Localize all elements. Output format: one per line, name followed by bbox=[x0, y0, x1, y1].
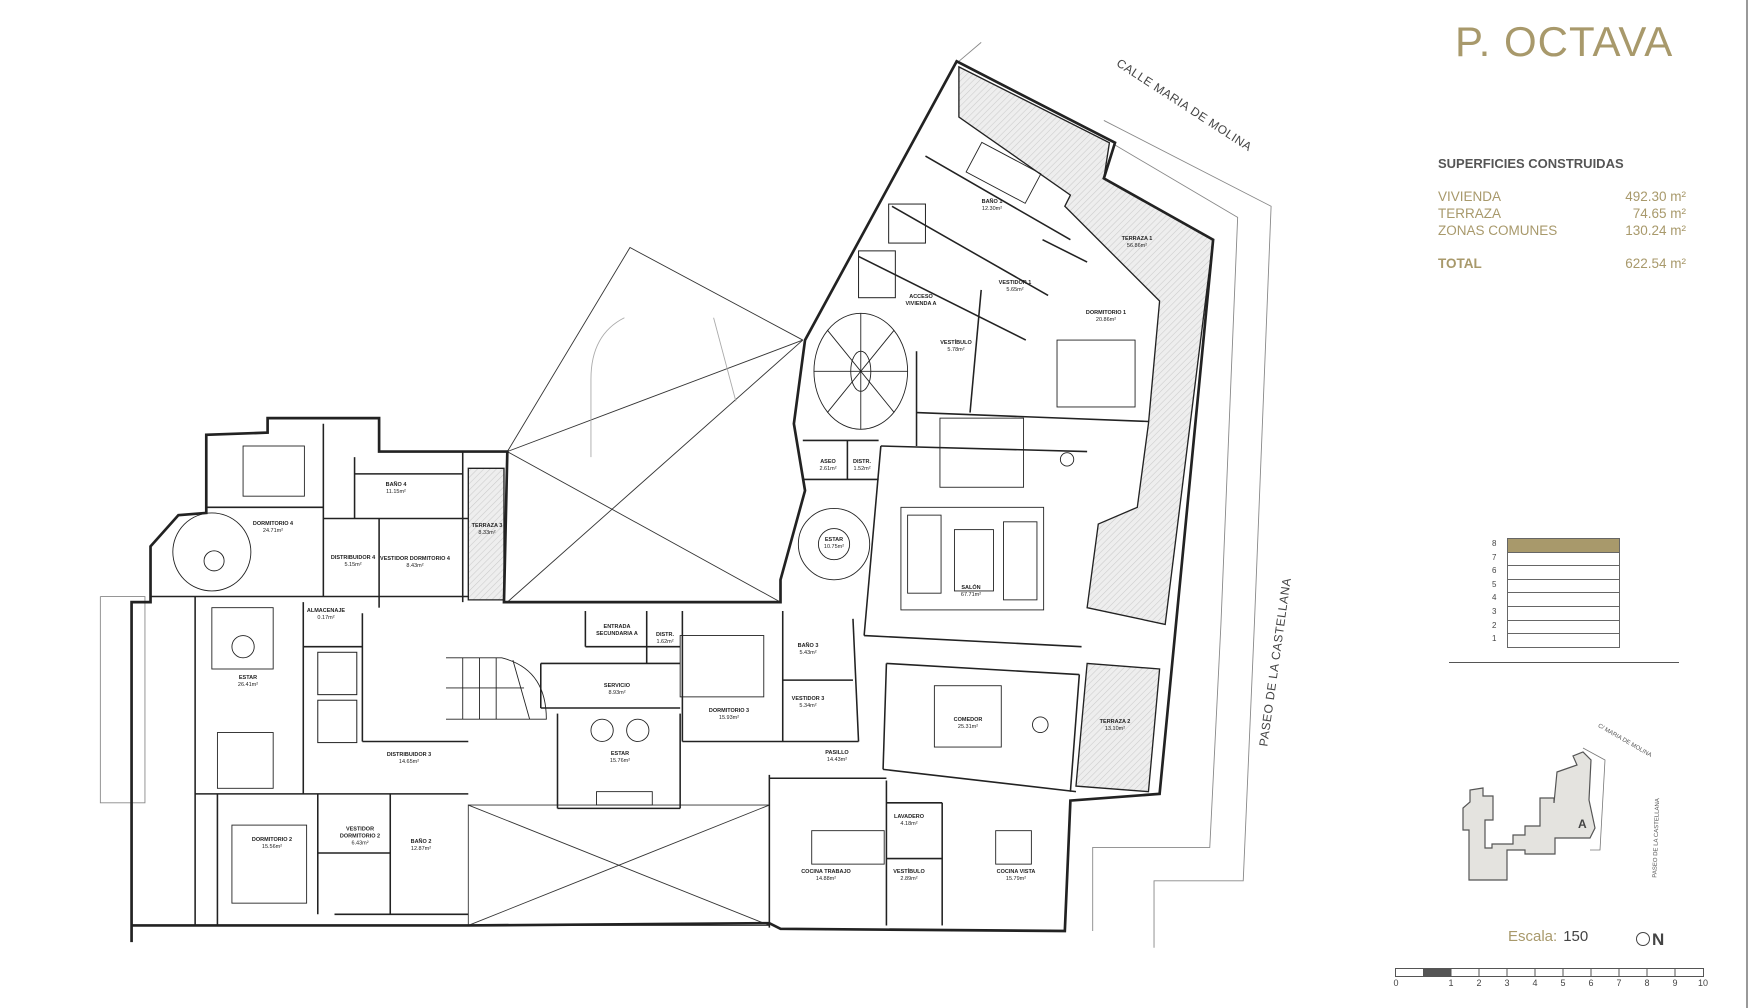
north-arrow-icon bbox=[1636, 932, 1650, 946]
scale-tick: 6 bbox=[1588, 978, 1594, 988]
divider bbox=[1449, 662, 1679, 663]
furniture bbox=[172, 141, 1136, 904]
scale-tick: 8 bbox=[1644, 978, 1650, 988]
panel-border bbox=[1746, 0, 1748, 1008]
page-title: P. OCTAVA bbox=[1455, 18, 1674, 65]
room-label: DISTR.1.62m² bbox=[655, 632, 675, 645]
street-boundary bbox=[99, 42, 1272, 948]
surface-value: 130.24 m² bbox=[1625, 223, 1686, 238]
terrace-2 bbox=[1075, 662, 1161, 793]
scale-label: Escala:150 bbox=[1508, 928, 1589, 945]
total-label: TOTAL bbox=[1438, 256, 1482, 271]
stair-lower bbox=[446, 657, 547, 720]
surface-label: ZONAS COMUNES bbox=[1438, 223, 1558, 238]
total-value: 622.54 m² bbox=[1625, 256, 1686, 271]
floor-stack: 8 7 6 5 4 3 2 1 bbox=[1492, 538, 1620, 648]
floor-4: 4 bbox=[1492, 593, 1620, 607]
surface-row: VIVIENDA 492.30 m² bbox=[1438, 189, 1686, 204]
floor-1: 1 bbox=[1492, 634, 1620, 648]
surface-value: 74.65 m² bbox=[1632, 206, 1686, 221]
patio-upper bbox=[506, 246, 804, 603]
floor-7: 7 bbox=[1492, 552, 1620, 567]
outer-wall bbox=[130, 59, 1215, 943]
floor-3: 3 bbox=[1492, 606, 1620, 621]
scale-tick: 2 bbox=[1476, 978, 1482, 988]
floor-2: 2 bbox=[1492, 620, 1620, 635]
key-plan-block: A bbox=[1578, 817, 1587, 831]
elevators bbox=[317, 203, 926, 744]
surface-label: VIVIENDA bbox=[1438, 189, 1502, 204]
floor-6: 6 bbox=[1492, 566, 1620, 580]
scale-tick: 0 bbox=[1393, 978, 1399, 988]
scale-tick: 5 bbox=[1560, 978, 1566, 988]
surface-value: 492.30 m² bbox=[1625, 189, 1686, 204]
scale-tick: 3 bbox=[1504, 978, 1510, 988]
surface-total: TOTAL 622.54 m² bbox=[1438, 256, 1686, 271]
room-label: ACCESO VIVIENDA A bbox=[905, 294, 937, 307]
scale-tick: 7 bbox=[1616, 978, 1622, 988]
surfaces-heading: SUPERFICIES CONSTRUIDAS bbox=[1438, 156, 1624, 171]
floor-8: 8 bbox=[1492, 538, 1620, 553]
scale-tick: 4 bbox=[1532, 978, 1538, 988]
interior-walls bbox=[150, 155, 1149, 928]
stair-upper bbox=[813, 312, 909, 430]
north-indicator: N bbox=[1636, 930, 1664, 950]
key-plan: A bbox=[1462, 747, 1606, 881]
patio-lower bbox=[467, 804, 770, 926]
room-label: ENTRADA SECUNDARIA A bbox=[596, 624, 638, 637]
scale-bar bbox=[1395, 968, 1704, 977]
scale-tick: 9 bbox=[1672, 978, 1678, 988]
floor-5: 5 bbox=[1492, 579, 1620, 594]
scale-tick: 10 bbox=[1697, 978, 1709, 988]
scale-value: 150 bbox=[1563, 928, 1589, 945]
room-label: DISTR.1.52m² bbox=[852, 459, 872, 472]
scale-tick: 1 bbox=[1448, 978, 1454, 988]
surface-row: TERRAZA 74.65 m² bbox=[1438, 206, 1686, 221]
surface-label: TERRAZA bbox=[1438, 206, 1502, 221]
surface-row: ZONAS COMUNES 130.24 m² bbox=[1438, 223, 1686, 238]
